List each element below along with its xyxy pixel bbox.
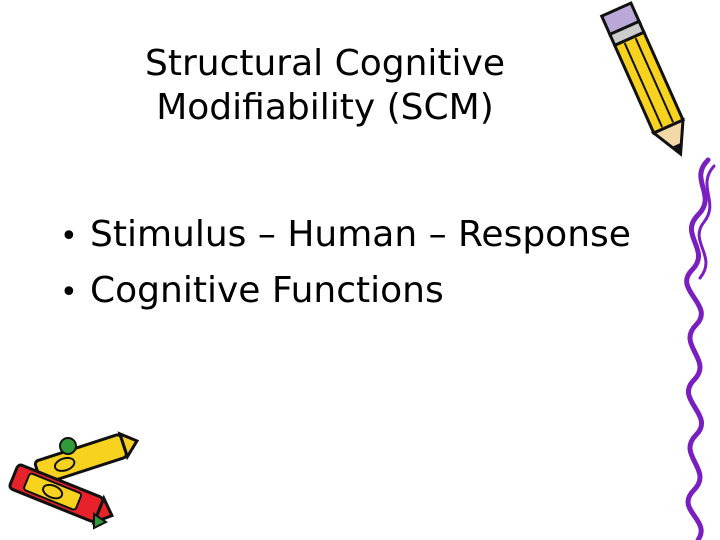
bullet-text: Cognitive Functions <box>90 270 444 311</box>
title-line-2: Modifiability (SCM) <box>156 87 494 128</box>
bullet-marker: • <box>60 219 78 254</box>
bullet-item: • Stimulus – Human – Response <box>60 208 631 264</box>
squiggle-border-icon <box>684 157 716 540</box>
bullet-text: Stimulus – Human – Response <box>90 214 631 255</box>
bullet-item: • Cognitive Functions <box>60 264 631 320</box>
bullet-list: • Stimulus – Human – Response • Cognitiv… <box>60 208 631 320</box>
pencil-icon <box>599 1 685 157</box>
bullet-marker: • <box>60 275 78 310</box>
crayons-icon <box>8 431 140 530</box>
title-line-1: Structural Cognitive <box>144 43 506 84</box>
slide-title: Structural Cognitive Modifiability (SCM) <box>100 42 550 130</box>
